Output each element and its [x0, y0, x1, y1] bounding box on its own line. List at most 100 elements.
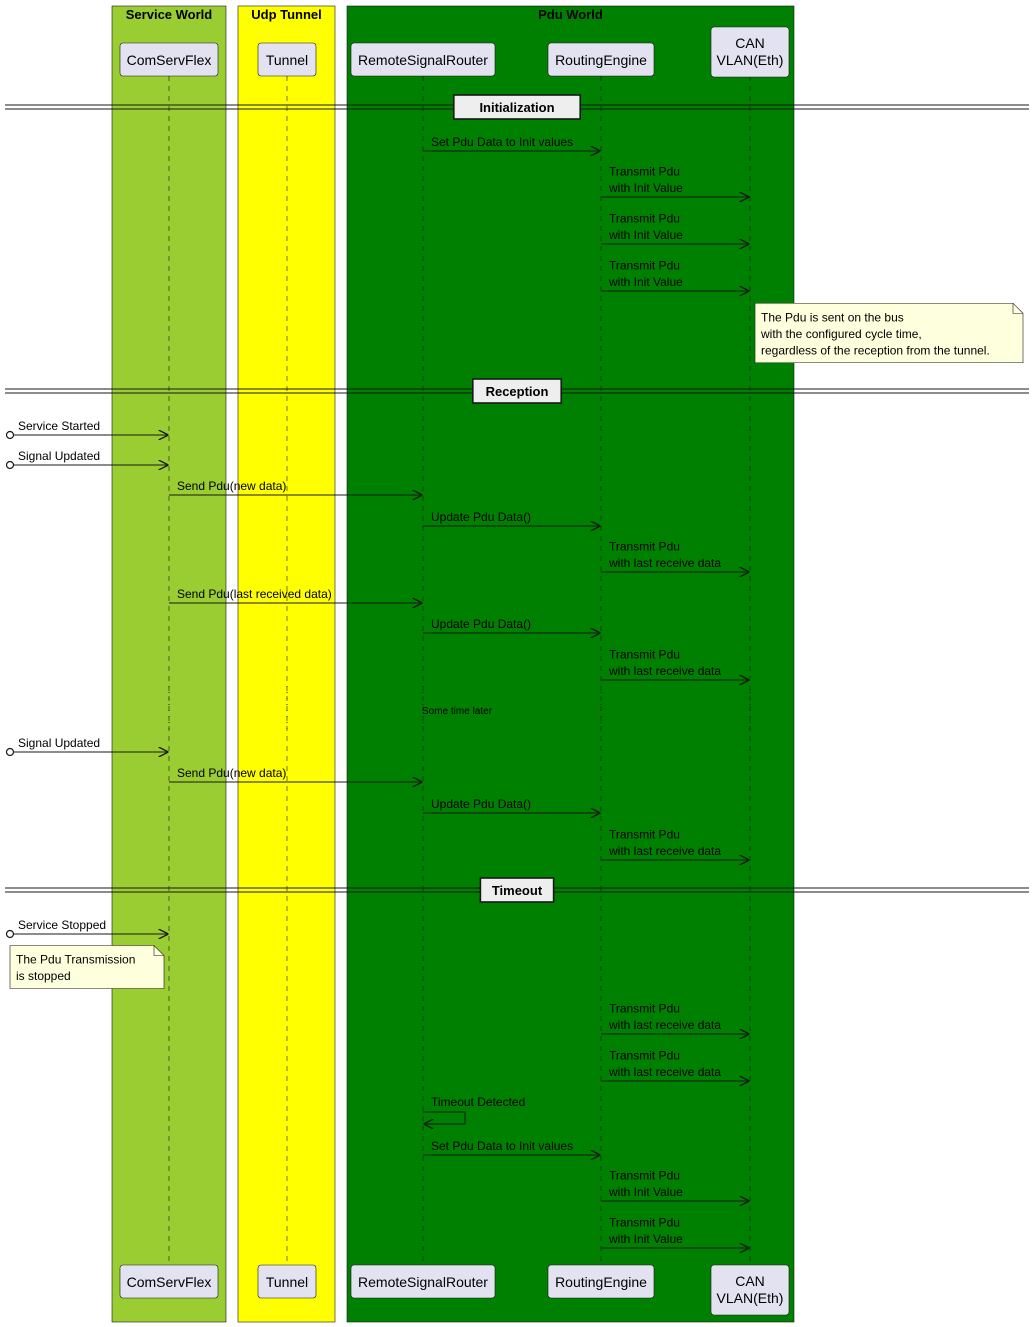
participant-rsr-head: RemoteSignalRouter — [350, 42, 496, 77]
message-label: Transmit Pdu — [609, 1216, 680, 1230]
message-label: Transmit Pdu — [609, 165, 680, 179]
message: Send Pdu(new data) — [169, 479, 422, 495]
found-circle — [5, 929, 15, 939]
divider-box — [479, 877, 555, 903]
participant-box — [710, 1264, 790, 1316]
participant-tun-foot: Tunnel — [257, 1264, 317, 1299]
participant-re-foot: RoutingEngine — [547, 1264, 655, 1299]
box-title: Udp Tunnel — [251, 7, 322, 22]
message-label: with Init Value — [608, 1185, 683, 1199]
message-label: Signal Updated — [18, 736, 100, 750]
message-label: Update Pdu Data() — [431, 797, 531, 811]
message: Transmit Pdu with Init Value — [601, 1216, 749, 1249]
divider-label: Timeout — [492, 883, 543, 898]
message: Transmit Pdu with Init Value — [601, 212, 749, 245]
message: Set Pdu Data to Init values — [423, 135, 600, 151]
divider-box — [471, 378, 562, 404]
participant-label: RemoteSignalRouter — [358, 52, 488, 68]
found-message: Service Stopped — [5, 918, 169, 939]
message: Transmit Pdu with last receive data — [601, 648, 749, 681]
participant-csf-head: ComServFlex — [119, 42, 219, 77]
note: The Pdu Transmission is stopped — [9, 945, 165, 989]
message: Transmit Pdu with Init Value — [601, 165, 749, 198]
participant-label: ComServFlex — [127, 52, 212, 68]
message-label: Update Pdu Data() — [431, 510, 531, 524]
participant-label: VLAN(Eth) — [717, 1290, 784, 1306]
divider-box — [452, 94, 581, 120]
message-label: Set Pdu Data to Init values — [431, 1139, 573, 1153]
message-label: with Init Value — [608, 1232, 683, 1246]
divider-label: Initialization — [479, 100, 554, 115]
message-label: Transmit Pdu — [609, 259, 680, 273]
participant-label: CAN — [735, 1273, 765, 1289]
message-label: with last receive data — [608, 556, 721, 570]
message-label: with last receive data — [608, 664, 721, 678]
participant-label: RemoteSignalRouter — [358, 1274, 488, 1290]
box-title: Pdu World — [538, 7, 603, 22]
found-message: Signal Updated — [5, 449, 169, 470]
self-message-label: Timeout Detected — [431, 1095, 525, 1109]
message-label: with Init Value — [608, 275, 683, 289]
message-label: Send Pdu(last received data) — [177, 587, 332, 601]
note-text: The Pdu is sent on the bus — [761, 310, 904, 324]
participant-label: Tunnel — [266, 1274, 308, 1290]
message-label: with Init Value — [608, 181, 683, 195]
note-text: The Pdu Transmission — [16, 953, 135, 967]
participant-box — [119, 42, 219, 77]
participant-re-head: RoutingEngine — [547, 42, 655, 77]
message-label: Transmit Pdu — [609, 540, 680, 554]
box-3 — [346, 5, 795, 1323]
message: Update Pdu Data() — [423, 797, 600, 813]
participant-box — [350, 42, 496, 77]
message-label: Update Pdu Data() — [431, 617, 531, 631]
participant-label: Tunnel — [266, 52, 308, 68]
message-label: with last receive data — [608, 1065, 721, 1079]
participant-label: RoutingEngine — [555, 1274, 647, 1290]
message: Transmit Pdu with last receive data — [601, 1049, 749, 1082]
found-circle — [5, 747, 15, 757]
found-message: Service Started — [5, 419, 169, 440]
message: Transmit Pdu with last receive data — [601, 540, 749, 573]
box-2 — [237, 5, 336, 1323]
message: Set Pdu Data to Init values — [423, 1139, 600, 1155]
message-label: Transmit Pdu — [609, 1002, 680, 1016]
message-label: Service Started — [18, 419, 100, 433]
message: Send Pdu(last received data) — [169, 587, 422, 603]
participant-box — [119, 1264, 219, 1299]
message-label: Send Pdu(new data) — [177, 766, 286, 780]
note-fold — [153, 945, 164, 956]
message: Transmit Pdu with Init Value — [601, 1169, 749, 1202]
message: Send Pdu(new data) — [169, 766, 422, 782]
message-label: Service Stopped — [18, 918, 106, 932]
participant-label: ComServFlex — [127, 1274, 212, 1290]
note-text: is stopped — [16, 969, 71, 983]
note-box — [9, 945, 165, 989]
message-label: with last receive data — [608, 1018, 721, 1032]
participant-box — [257, 1264, 317, 1299]
found-circle — [5, 460, 15, 470]
message: Transmit Pdu with last receive data — [601, 828, 749, 861]
message-label: Set Pdu Data to Init values — [431, 135, 573, 149]
message: Transmit Pdu with last receive data — [601, 1002, 749, 1035]
message-label: Signal Updated — [18, 449, 100, 463]
found-message: Signal Updated — [5, 736, 169, 757]
self-arrow — [423, 1111, 466, 1124]
participant-box — [710, 26, 790, 78]
participant-box — [547, 1264, 655, 1299]
message-label: Transmit Pdu — [609, 1049, 680, 1063]
message-label: with last receive data — [608, 844, 721, 858]
participant-box — [257, 42, 317, 77]
message-label: Transmit Pdu — [609, 828, 680, 842]
found-circle — [5, 430, 15, 440]
participant-label: CAN — [735, 35, 765, 51]
divider-label: Reception — [486, 384, 549, 399]
participant-tun-head: Tunnel — [257, 42, 317, 77]
box-title: Service World — [126, 7, 213, 22]
participant-box — [350, 1264, 496, 1299]
message-label: Transmit Pdu — [609, 648, 680, 662]
delay-label: Some time later — [422, 706, 493, 717]
